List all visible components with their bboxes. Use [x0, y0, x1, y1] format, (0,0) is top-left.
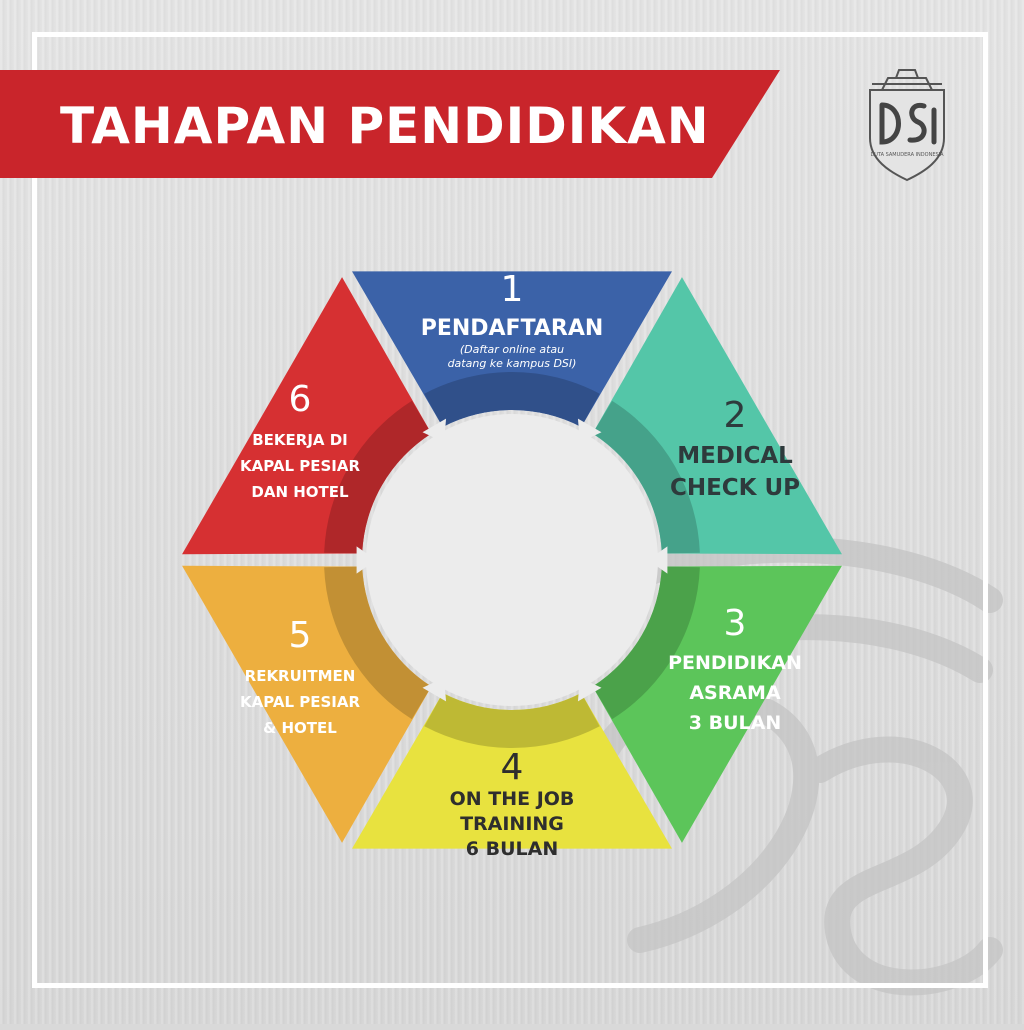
step-2-label: MEDICAL CHECK UP — [669, 443, 801, 501]
step-5-number: 5 — [288, 615, 312, 656]
ring-notch — [422, 677, 447, 702]
step-6-number: 6 — [288, 379, 312, 420]
step-1-number: 1 — [500, 269, 524, 310]
step-1-inner-band — [424, 372, 600, 427]
title-banner — [0, 70, 780, 178]
dsi-logo — [869, 69, 945, 182]
step-6-label: BEKERJA DI KAPAL PESIAR DAN HOTEL — [239, 431, 361, 501]
ring-notch — [422, 418, 447, 443]
step-1-note: (Daftar online atau datang ke kampus DSI… — [447, 343, 577, 370]
wheel-center — [366, 414, 658, 706]
step-4-inner-band — [424, 693, 600, 748]
logo-caption: DUTA SAMUDERA INDONESIA — [870, 152, 944, 158]
ring-notch — [356, 546, 376, 574]
ring-notch — [648, 546, 668, 574]
step-3-number: 3 — [723, 603, 747, 644]
step-3-inner-band — [592, 566, 700, 720]
step-1-segment — [352, 271, 672, 427]
page-title: TAHAPAN PENDIDIKAN — [60, 97, 710, 155]
step-4-number: 4 — [500, 747, 524, 788]
step-2-number: 2 — [723, 395, 747, 436]
step-2-inner-band — [592, 400, 700, 554]
step-3-label: PENDIDIKAN ASRAMA 3 BULAN — [668, 652, 802, 734]
step-5-label: REKRUITMEN KAPAL PESIAR & HOTEL — [239, 667, 361, 737]
ring-notch — [577, 677, 602, 702]
step-5-inner-band — [324, 566, 432, 720]
step-4-segment — [352, 693, 672, 849]
ring-notch — [577, 418, 602, 443]
step-6-inner-band — [324, 400, 432, 554]
white-frame — [32, 32, 988, 988]
step-4-label: ON THE JOB TRAINING 6 BULAN — [449, 788, 575, 860]
step-1-label: PENDAFTARAN — [420, 316, 604, 341]
